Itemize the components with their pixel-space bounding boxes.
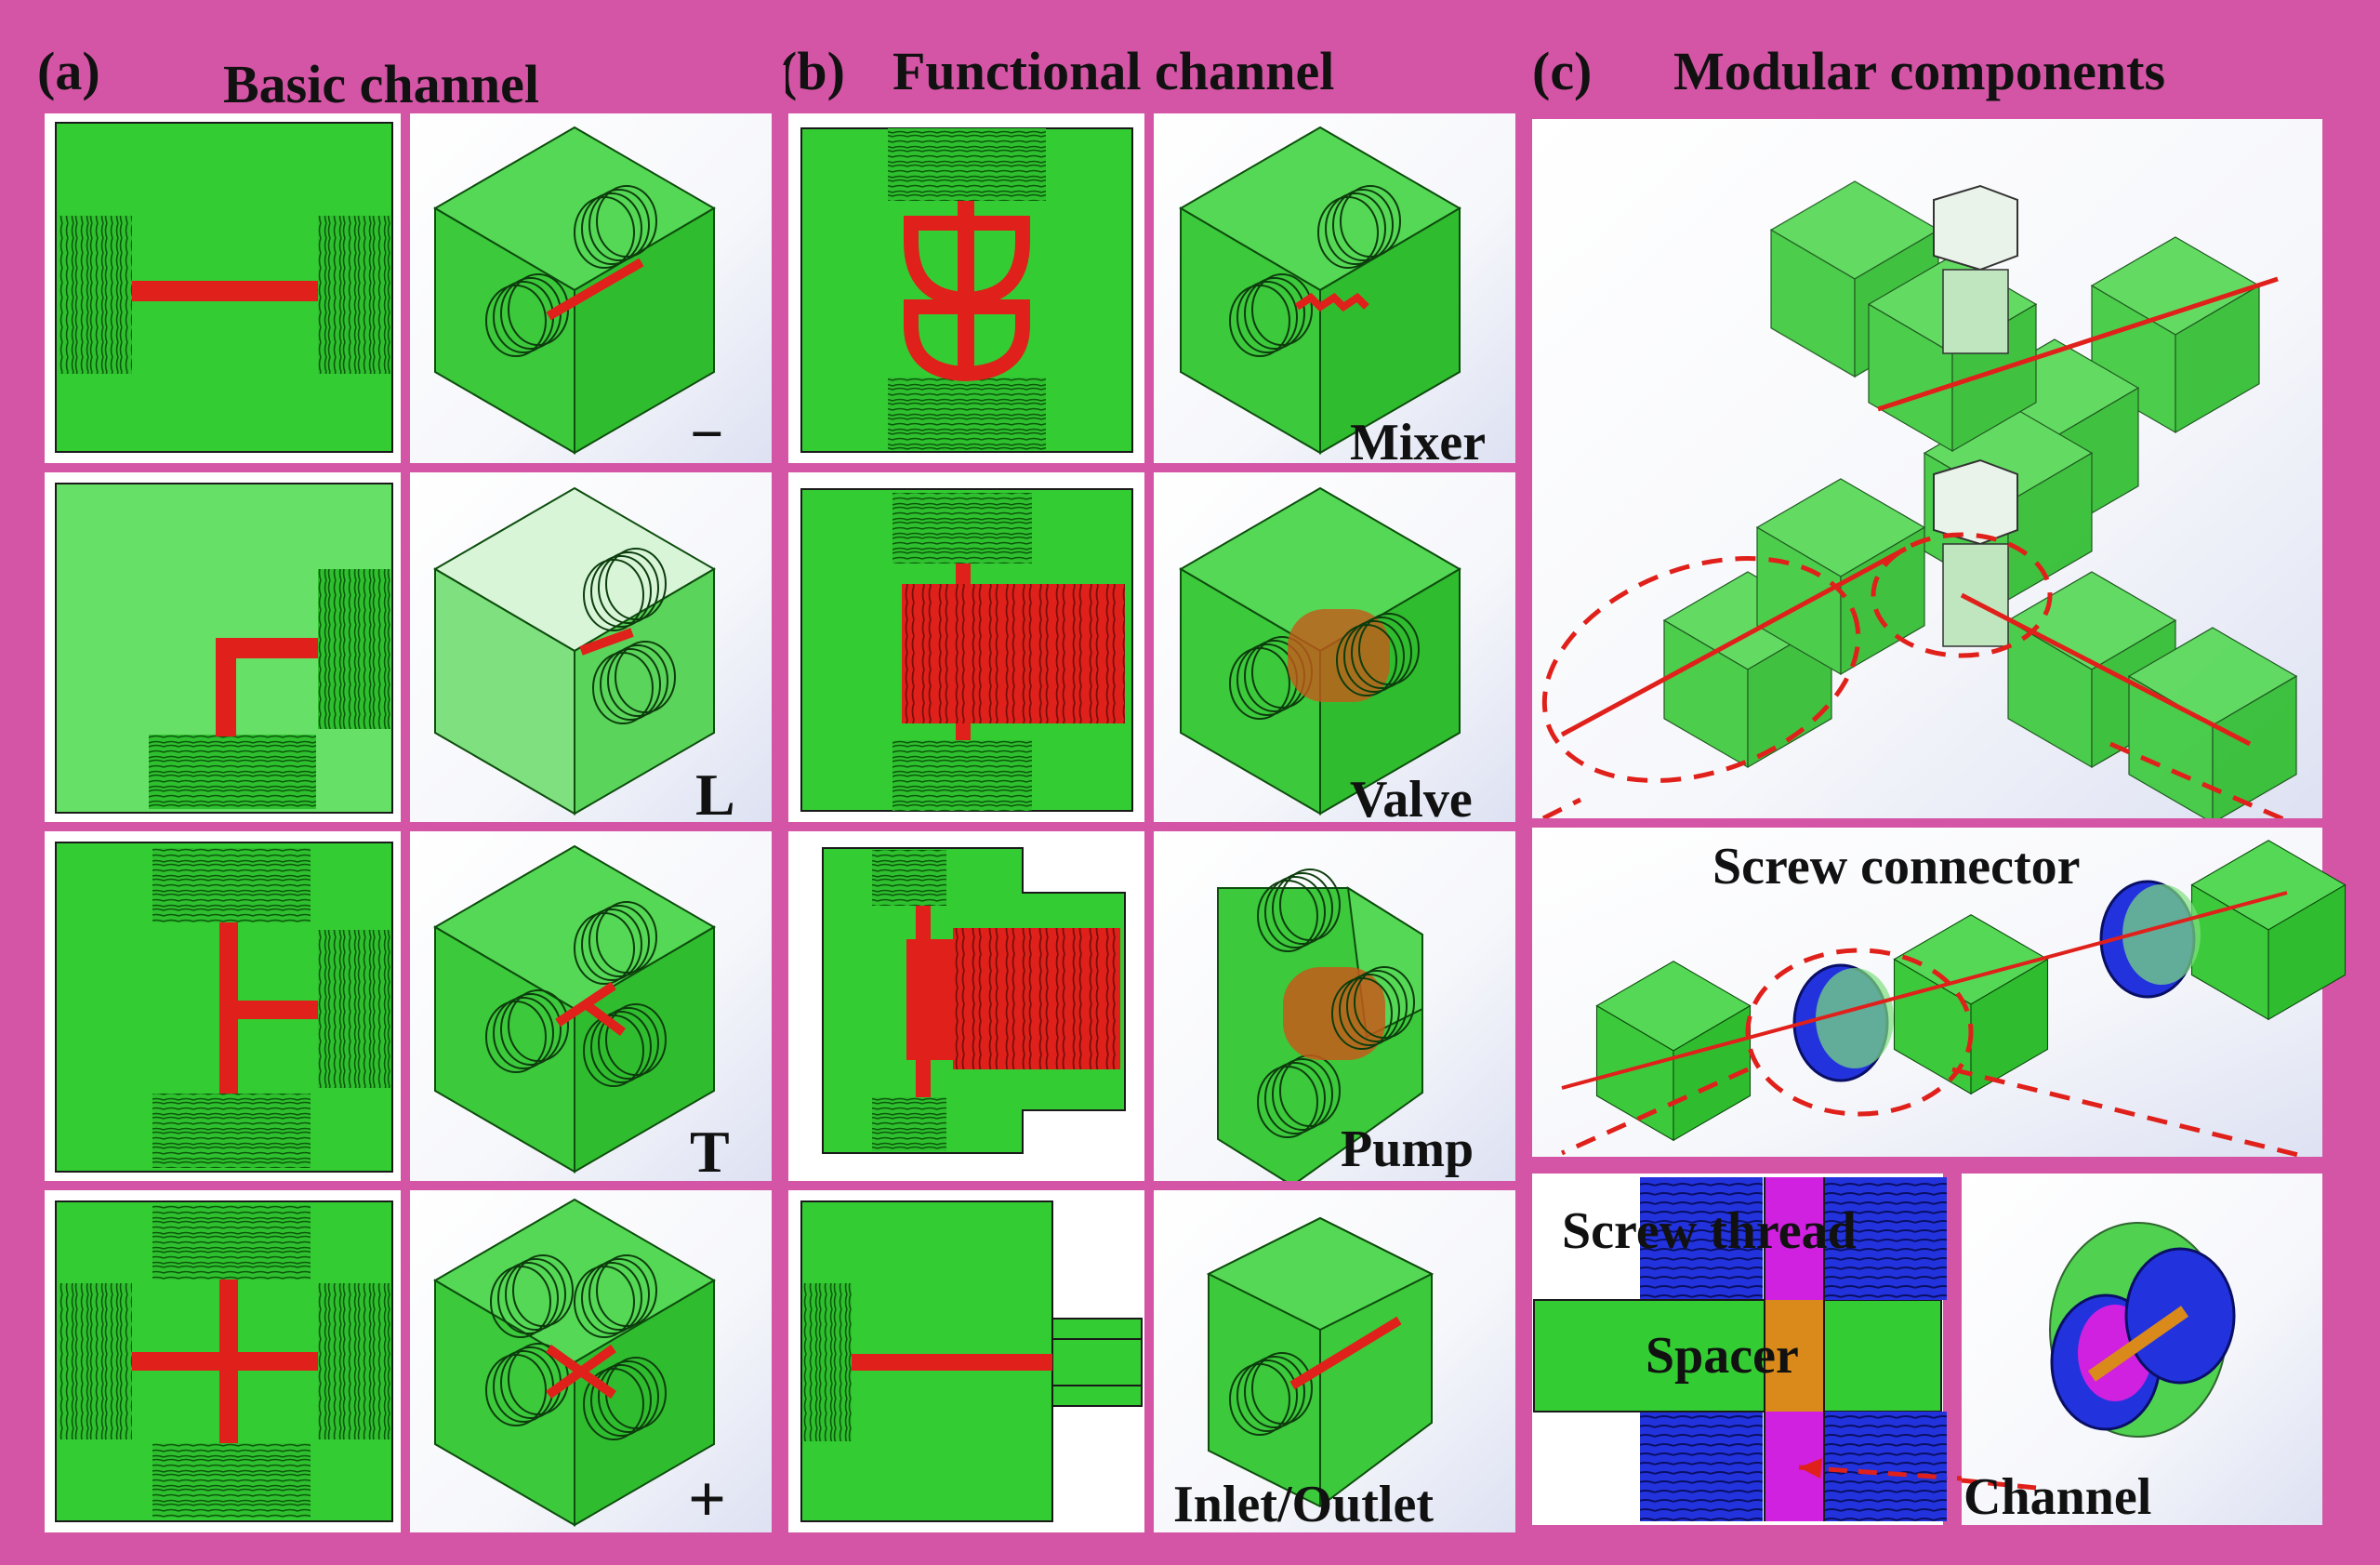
panel-c-tag: (c) (1532, 41, 1592, 101)
label-inlet-outlet: Inlet/Outlet (1173, 1476, 1434, 1533)
panel-b-tag: (b) (779, 41, 845, 101)
panel-a-tag: (a) (37, 41, 100, 101)
panel-c-title: Modular components (1673, 41, 2165, 101)
label-screw-thread: Screw thread (1562, 1202, 1857, 1260)
label-mixer: Mixer (1350, 414, 1486, 471)
label-pump: Pump (1341, 1121, 1474, 1178)
panel-a: − L T (45, 113, 772, 1536)
label-screw-connector: Screw connector (1712, 838, 2081, 895)
bolt-bottom (1933, 458, 2018, 647)
panel-b-title: Functional channel (892, 41, 1334, 101)
bolt-top (1933, 184, 2018, 354)
symbol-straight: − (690, 401, 723, 467)
panel-c: Screw connector Screw thread Spacer Chan… (1532, 119, 2347, 1526)
symbol-tee: T (690, 1119, 730, 1185)
panel-b: Mixer Valve Pump (788, 113, 1515, 1533)
panel-a-title: Basic channel (223, 54, 539, 114)
label-spacer: Spacer (1646, 1327, 1799, 1385)
label-valve: Valve (1350, 771, 1473, 829)
label-channel: Channel (1964, 1468, 2151, 1526)
symbol-cross: + (688, 1462, 726, 1536)
symbol-elbow: L (695, 762, 735, 828)
grid-lines (39, 65, 2329, 1544)
